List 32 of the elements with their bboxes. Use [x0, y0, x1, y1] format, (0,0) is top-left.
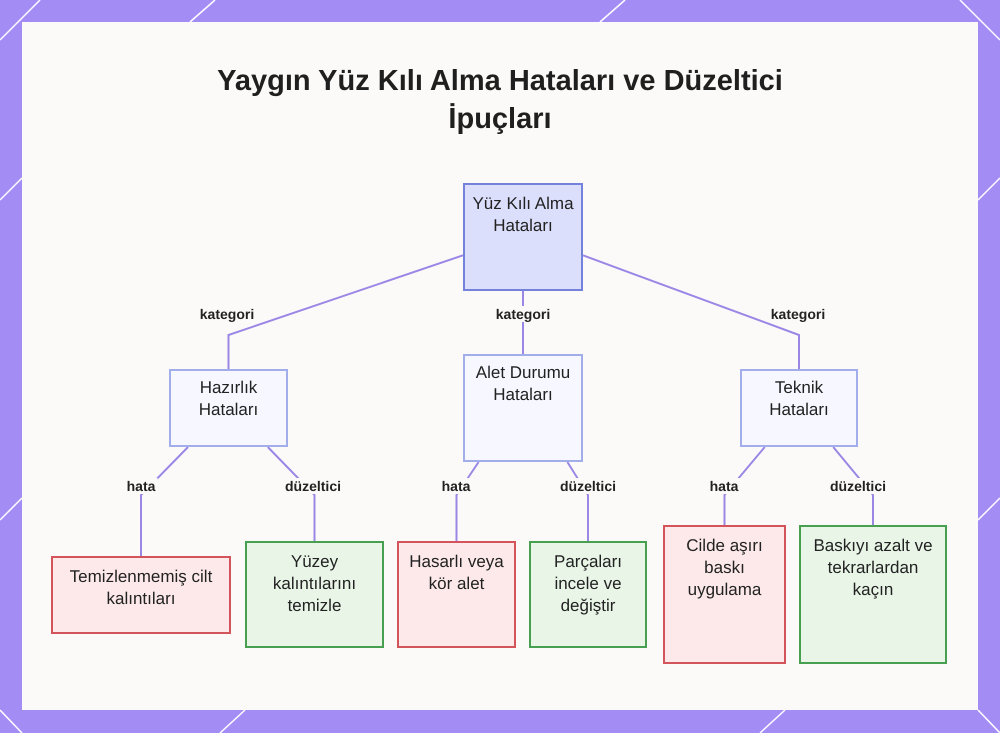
edge-label: kategori — [768, 306, 828, 322]
node-text: Parçaları incele ve değiştir — [552, 551, 624, 617]
node-text: Temizlenmemiş cilt kalıntıları — [68, 566, 214, 610]
edge-label: düzeltici — [283, 478, 343, 494]
node-box — [463, 183, 583, 291]
edge-label: hata — [124, 478, 158, 494]
node-box — [529, 541, 647, 648]
connector-line — [228, 254, 464, 369]
node-box — [463, 354, 583, 462]
edge-label: kategori — [494, 306, 552, 322]
node-box — [51, 556, 231, 634]
node-box — [397, 541, 516, 648]
node-text: Baskıyı azalt ve tekrarlardan kaçın — [812, 535, 934, 601]
node-box — [663, 525, 786, 664]
edge-label: hata — [440, 478, 472, 494]
edge-label: kategori — [198, 306, 256, 322]
node-text: Hazırlık Hataları — [198, 377, 260, 421]
node-text: Yüzey kalıntılarını temizle — [272, 551, 358, 617]
diagram-title: Yaygın Yüz Kılı Alma Hataları ve Düzeltici İpuçları — [216, 64, 784, 137]
node-text: Teknik Hataları — [768, 377, 830, 421]
node-box — [169, 369, 288, 447]
node-text: Yüz Kılı Alma Hataları — [471, 193, 575, 237]
node-box — [740, 369, 858, 447]
connector-line — [582, 254, 800, 369]
node-text: Cilde aşırı baskı uygulama — [685, 535, 764, 601]
node-box — [799, 525, 947, 664]
node-text: Hasarlı veya kör alet — [408, 551, 505, 595]
node-text: Alet Durumu Hataları — [474, 362, 572, 406]
edge-label: düzeltici — [828, 478, 888, 494]
edge-label: hata — [708, 478, 740, 494]
node-box — [245, 541, 384, 648]
edge-label: düzeltici — [558, 478, 618, 494]
